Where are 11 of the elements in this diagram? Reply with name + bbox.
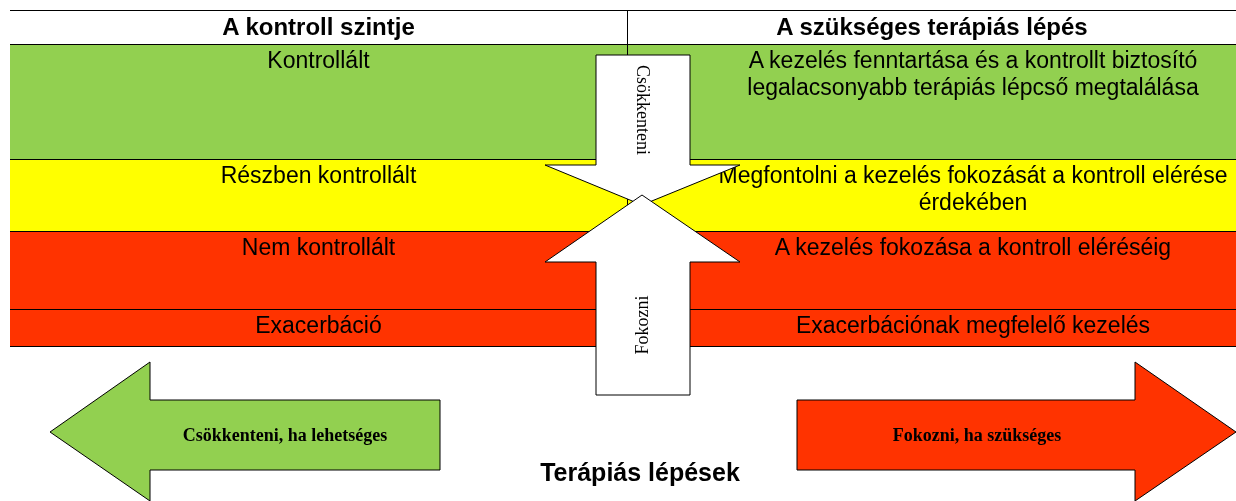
- right-arrow: [797, 362, 1236, 501]
- arrow-label: Csökkenteni, ha lehetséges: [182, 424, 388, 446]
- column-header: A szükséges terápiás lépés: [628, 10, 1236, 45]
- table-cell: Részben kontrollált: [10, 160, 628, 232]
- caption: Terápiás lépések: [539, 458, 741, 487]
- column-header: A kontroll szintje: [10, 10, 628, 45]
- arrow-label: Fokozni, ha szükséges: [892, 424, 1062, 446]
- up-arrow: [545, 195, 740, 395]
- table-cell: Kontrollált: [10, 45, 628, 160]
- arrow-label: Csökkenteni: [631, 65, 653, 155]
- left-arrow: [50, 362, 440, 501]
